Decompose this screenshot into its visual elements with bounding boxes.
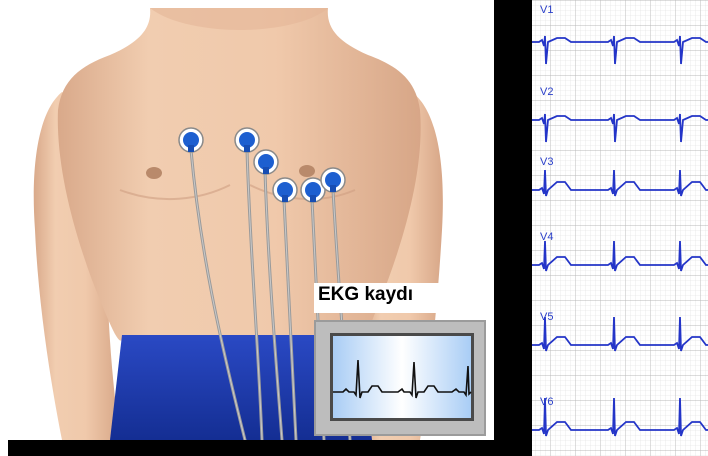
lead-label-v5: V5 xyxy=(540,311,553,323)
lead-label-v4: V4 xyxy=(540,231,553,243)
electrode-v6 xyxy=(321,168,345,192)
electrode-v2 xyxy=(235,128,259,152)
lead-label-v3: V3 xyxy=(540,156,553,168)
electrode-v3 xyxy=(254,150,278,174)
bottom-bar xyxy=(8,440,508,456)
electrode-v1 xyxy=(179,128,203,152)
lead-label-v6: V6 xyxy=(540,396,553,408)
lead-label-v1: V1 xyxy=(540,4,553,16)
ekg-caption: EKG kaydı xyxy=(318,284,413,306)
divider-band xyxy=(494,0,532,456)
ekg-monitor xyxy=(314,320,486,436)
lead-label-v2: V2 xyxy=(540,86,553,98)
ecg-strip-panel xyxy=(532,0,708,456)
electrode-v4 xyxy=(273,178,297,202)
